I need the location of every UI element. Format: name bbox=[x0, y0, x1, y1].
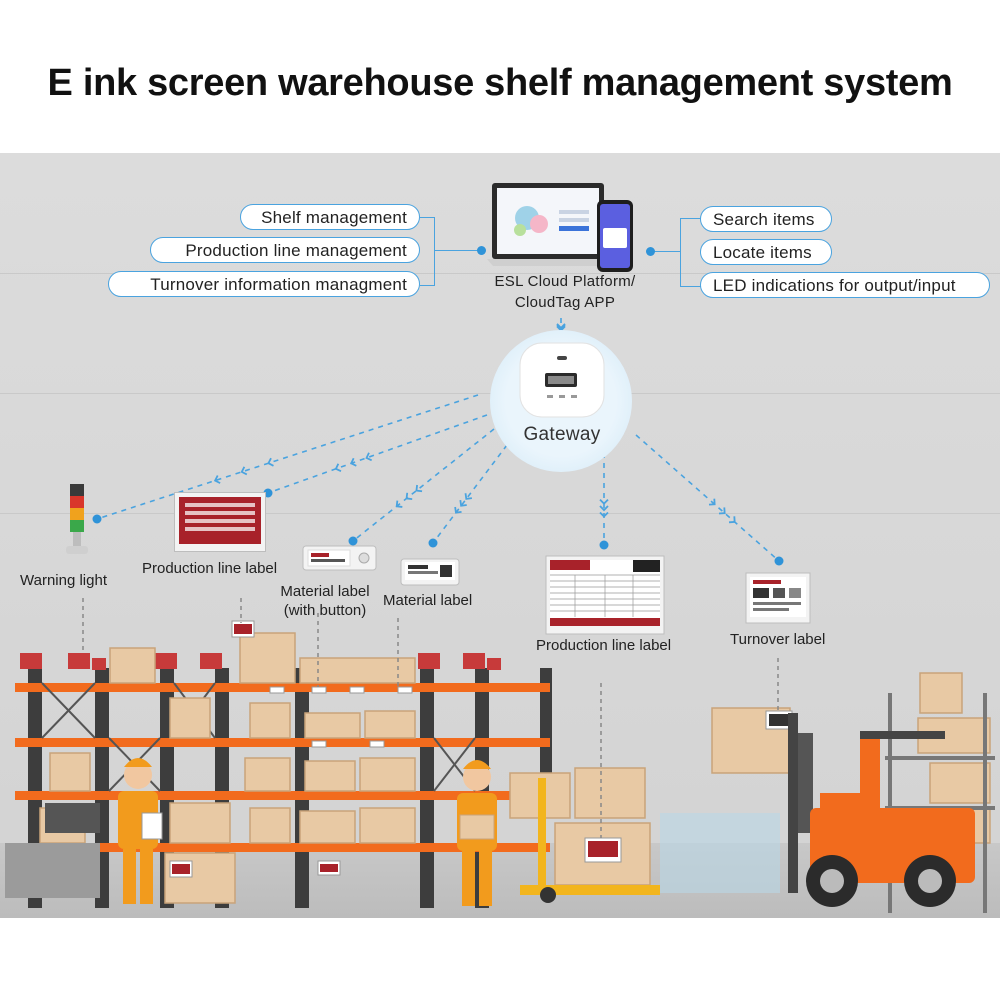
link-production-line-1-arrow-2 bbox=[350, 457, 357, 467]
material-label-with-button-line1: Material label bbox=[280, 583, 370, 600]
link-turnover-arrow-3 bbox=[728, 516, 736, 524]
link-material-button-arrow-3 bbox=[395, 500, 403, 508]
link-warning-light-endpoint-dot bbox=[92, 514, 102, 524]
gateway-label: Gateway bbox=[523, 424, 601, 445]
material-esl-with-button bbox=[302, 545, 377, 571]
production-line-label-2: Production line label bbox=[536, 637, 672, 654]
material-label-with-button-line2: (with button) bbox=[283, 602, 367, 619]
link-turnover-arrow-2 bbox=[718, 507, 726, 515]
link-production-line-2-arrow-2 bbox=[599, 505, 609, 512]
link-material bbox=[432, 444, 508, 544]
production-line-esl-1 bbox=[174, 492, 266, 552]
forklift-illustration bbox=[788, 713, 975, 907]
warehouse-illustration bbox=[5, 598, 995, 913]
material-label: Material label bbox=[383, 592, 473, 609]
link-warning-light-arrow-2 bbox=[240, 466, 248, 476]
link-warning-light bbox=[96, 394, 479, 520]
gateway-device-icon bbox=[519, 342, 605, 418]
connection-lines bbox=[92, 318, 784, 566]
link-turnover-endpoint-dot bbox=[774, 556, 784, 566]
link-production-line-2-endpoint-dot bbox=[599, 540, 609, 550]
turnover-esl bbox=[745, 572, 811, 624]
link-material-endpoint-dot bbox=[428, 538, 438, 548]
production-line-label-1: Production line label bbox=[142, 560, 278, 577]
left-bracket bbox=[420, 217, 435, 286]
feature-turnover-information: Turnover information managment bbox=[108, 271, 420, 297]
link-material-button bbox=[352, 428, 495, 542]
link-material-button-arrow-2 bbox=[405, 492, 413, 500]
production-line-esl-2 bbox=[545, 555, 665, 635]
link-production-line-1-arrow-3 bbox=[334, 463, 342, 473]
link-production-line-1 bbox=[267, 414, 488, 494]
right-connector bbox=[650, 251, 680, 252]
worker-illustration bbox=[118, 758, 163, 904]
link-production-line-2-arrow-3 bbox=[599, 511, 609, 518]
link-material-button-endpoint-dot bbox=[348, 536, 358, 546]
warning-light-icon bbox=[66, 484, 88, 554]
right-bracket bbox=[680, 218, 701, 287]
feature-locate-items: Locate items bbox=[700, 239, 832, 265]
link-material-arrow-1 bbox=[464, 493, 473, 500]
link-warning-light-arrow-3 bbox=[213, 475, 221, 484]
material-label-with-button: Material label (with button) bbox=[270, 582, 380, 620]
link-production-line-2-arrow-1 bbox=[599, 498, 609, 505]
link-material-button-arrow-1 bbox=[415, 484, 423, 493]
feature-led-indications: LED indications for output/input bbox=[700, 272, 990, 298]
left-connector-dot bbox=[477, 246, 486, 255]
warning-light-label: Warning light bbox=[20, 572, 107, 589]
laptop-phone-icon bbox=[487, 183, 633, 272]
link-production-line-1-arrow-1 bbox=[365, 452, 373, 462]
feature-production-line-management: Production line management bbox=[150, 237, 420, 263]
link-material-arrow-3 bbox=[454, 506, 462, 514]
page-title: E ink screen warehouse shelf management … bbox=[47, 62, 953, 104]
link-warning-light-arrow-1 bbox=[267, 457, 274, 467]
left-connector bbox=[434, 250, 480, 251]
platform-label-line1: ESL Cloud Platform/ bbox=[494, 273, 636, 290]
material-esl bbox=[400, 558, 460, 586]
feature-search-items: Search items bbox=[700, 206, 832, 232]
platform-label: ESL Cloud Platform/ CloudTag APP bbox=[470, 271, 660, 313]
link-turnover-arrow-1 bbox=[708, 498, 716, 506]
link-turnover bbox=[635, 434, 780, 562]
link-material-arrow-2 bbox=[459, 500, 467, 507]
turnover-label: Turnover label bbox=[730, 631, 826, 648]
feature-shelf-management: Shelf management bbox=[240, 204, 420, 230]
platform-label-line2: CloudTag APP bbox=[514, 294, 616, 311]
right-connector-dot bbox=[646, 247, 655, 256]
